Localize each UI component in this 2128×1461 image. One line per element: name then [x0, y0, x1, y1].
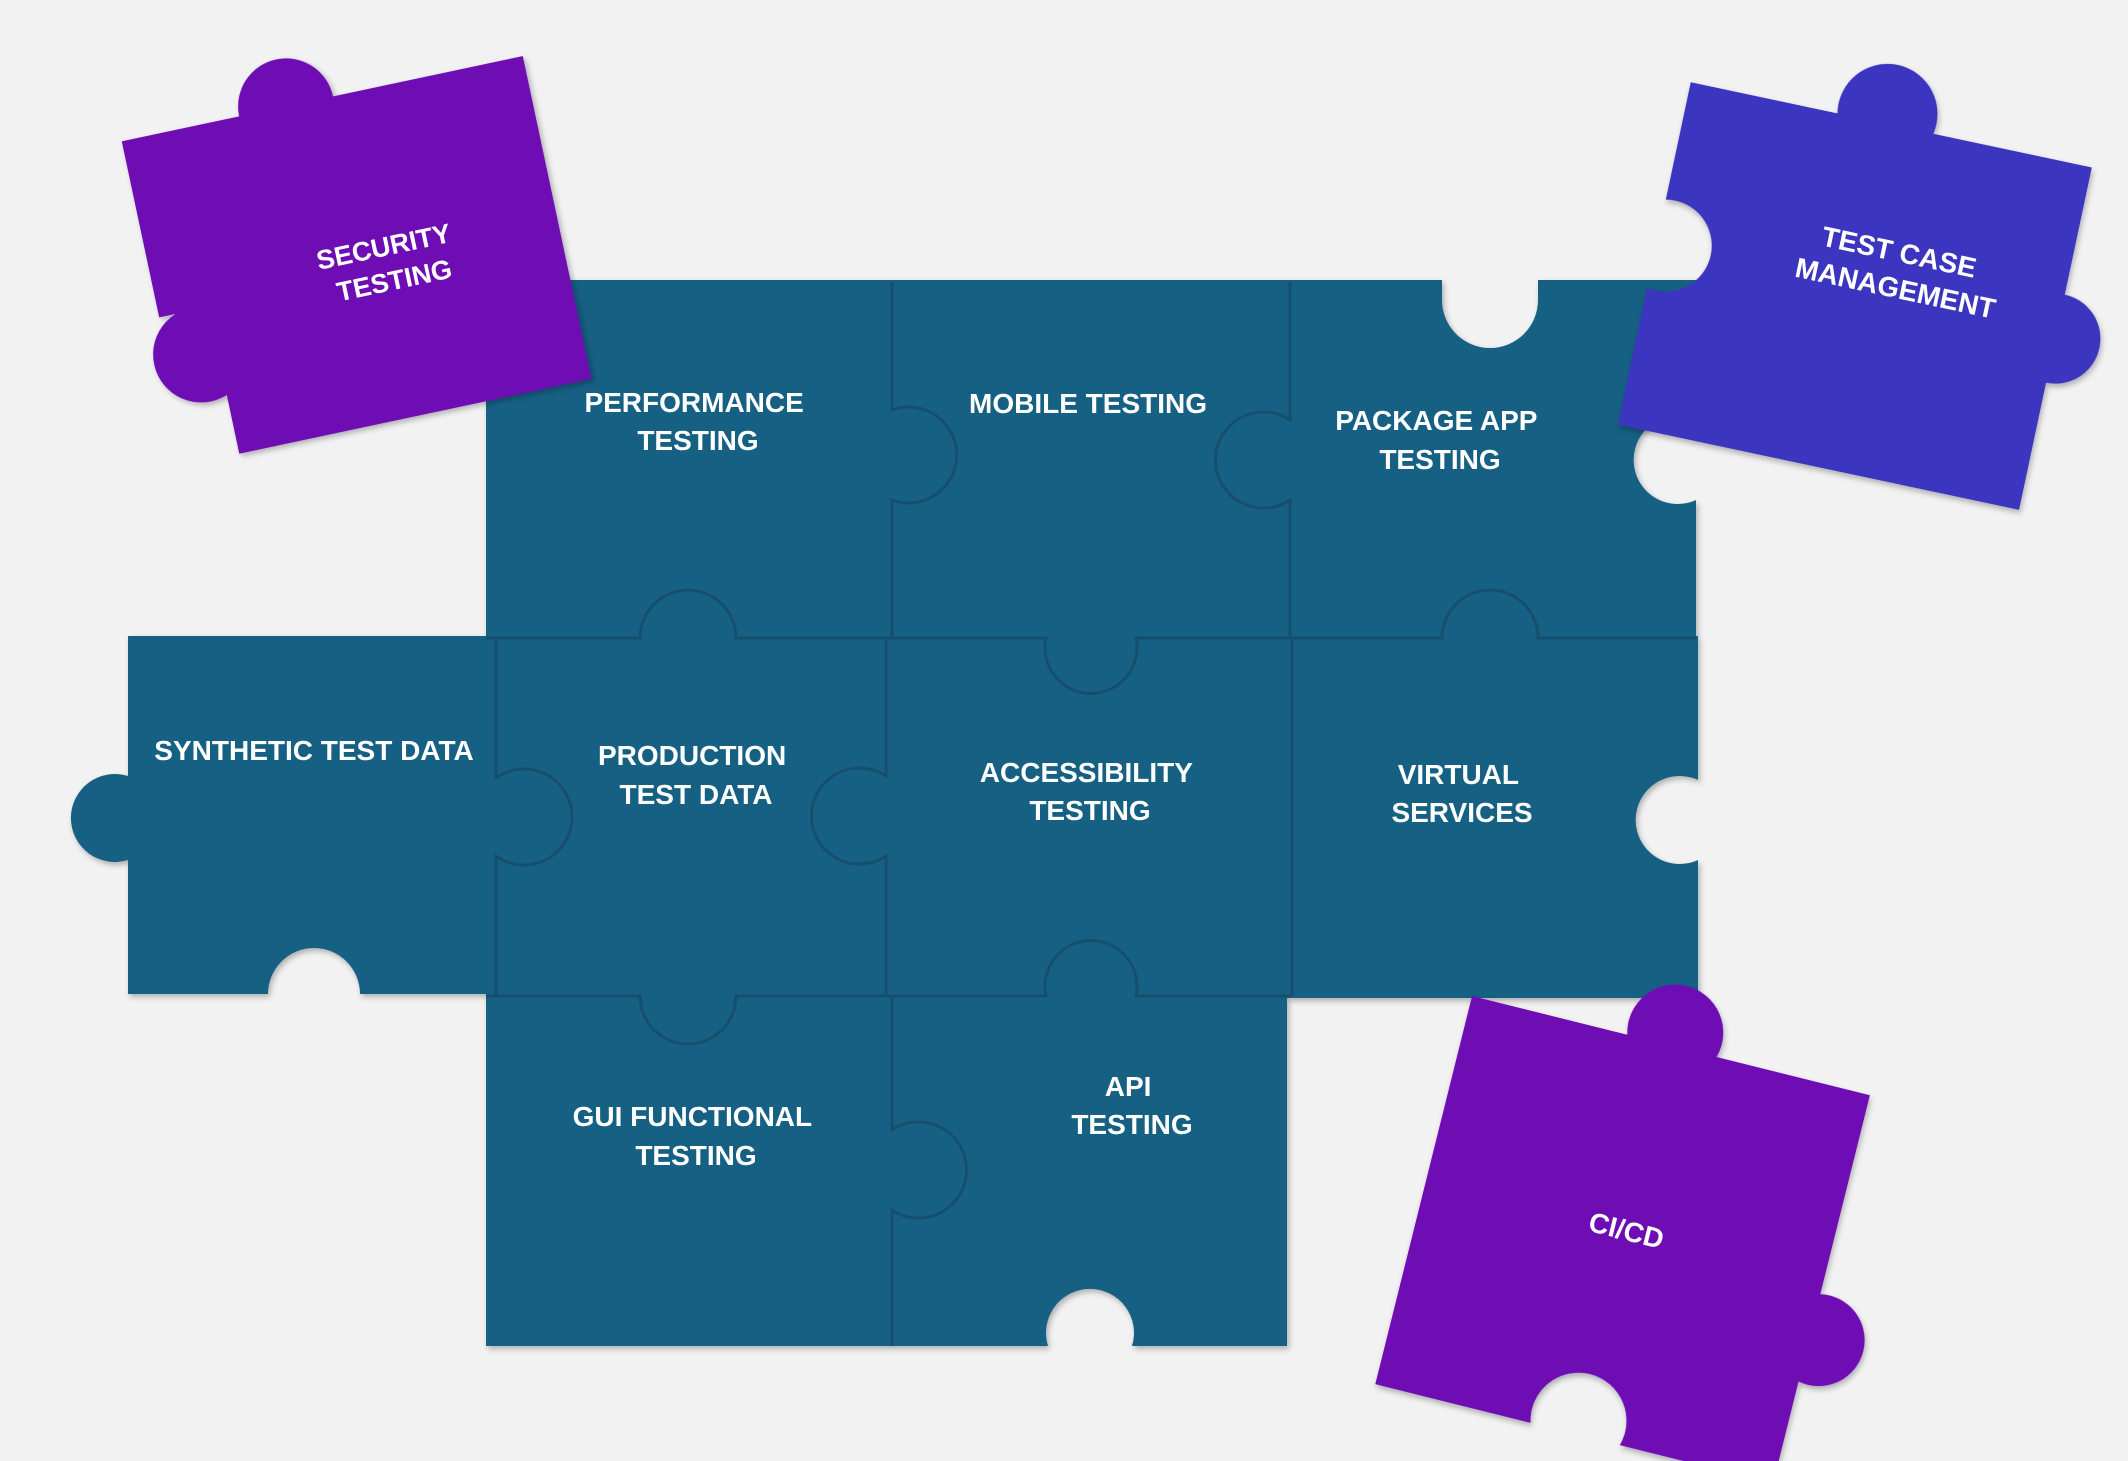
label-accessibility-testing: ACCESSIBILITY TESTING — [980, 757, 1200, 826]
piece-test-case-management — [1617, 63, 2101, 510]
piece-security-testing — [121, 56, 592, 454]
board-bottom-row — [486, 990, 1287, 1346]
seam-row2-row3 — [486, 939, 1290, 1046]
seam-mid-vertical-2 — [809, 640, 888, 996]
label-virtual-services: VIRTUAL SERVICES — [1391, 759, 1532, 828]
label-synthetic-test-data: SYNTHETIC TEST DATA — [154, 735, 473, 766]
label-production-test-data: PRODUCTION TEST DATA — [598, 740, 794, 810]
seam-bottom-vertical — [890, 996, 969, 1346]
piece-ci-cd — [1375, 984, 1870, 1461]
seam-top-vertical-2 — [1213, 282, 1292, 638]
board-top-row — [486, 280, 1696, 640]
label-mobile-testing: MOBILE TESTING — [969, 388, 1207, 419]
teal-board — [70, 280, 1698, 1346]
seam-row1-row2 — [486, 588, 1696, 695]
label-performance-testing: PERFORMANCE TESTING — [584, 387, 811, 456]
label-gui-functional-testing: GUI FUNCTIONAL TESTING — [573, 1101, 820, 1171]
seam-mid-vertical-1 — [494, 640, 574, 996]
seam-top-vertical-1 — [890, 282, 959, 638]
label-api-testing: API TESTING — [1071, 1071, 1192, 1140]
label-package-app-testing: PACKAGE APP TESTING — [1335, 405, 1545, 475]
